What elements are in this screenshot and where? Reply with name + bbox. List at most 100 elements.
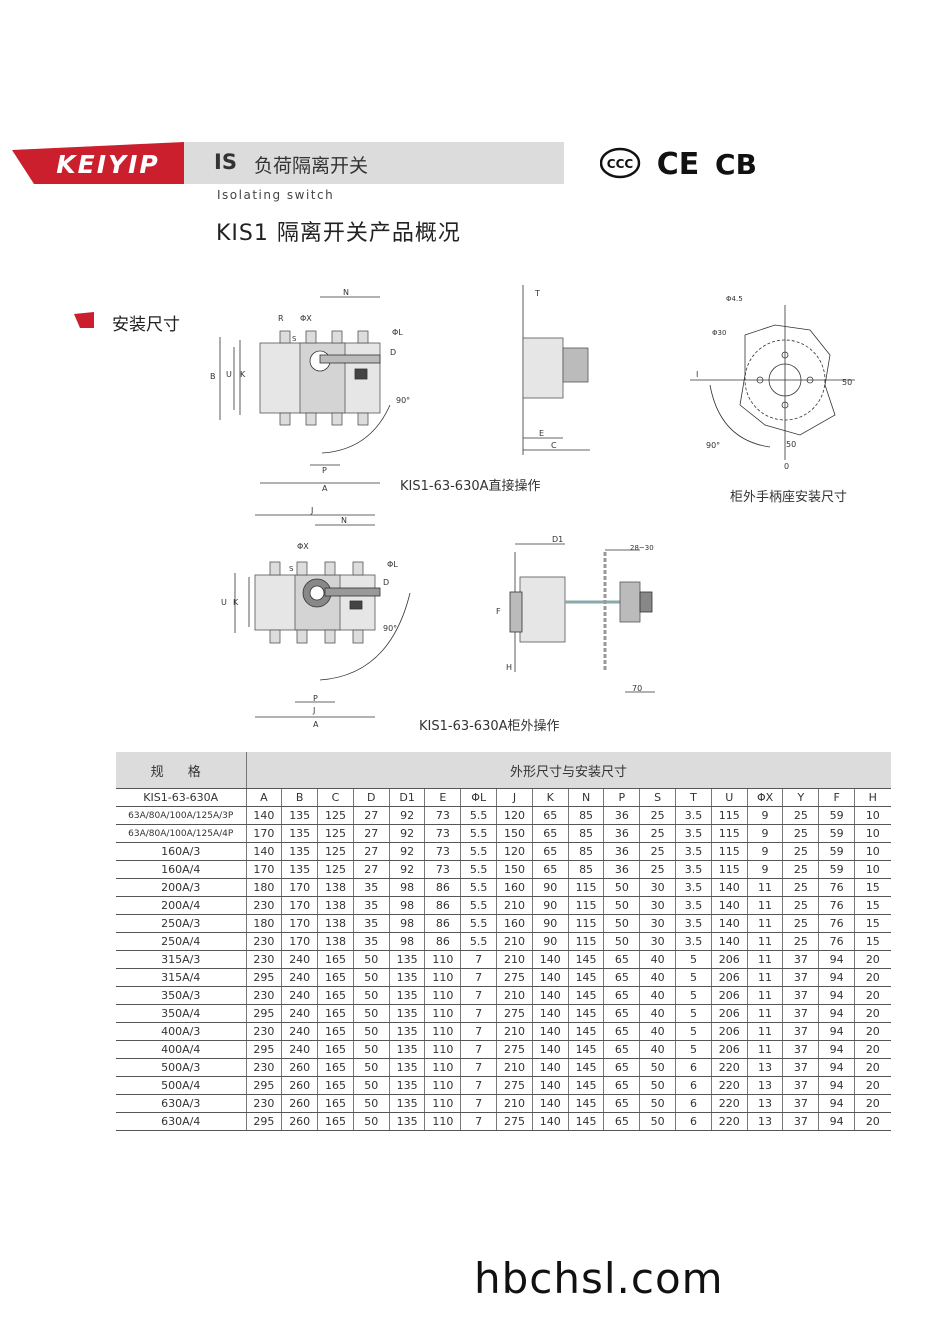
value-cell: 37 bbox=[782, 968, 819, 987]
dimension-label: S bbox=[289, 565, 294, 573]
column-header: E bbox=[424, 788, 461, 807]
value-cell: 145 bbox=[567, 950, 604, 969]
value-cell: 11 bbox=[746, 878, 783, 897]
value-cell: 6 bbox=[675, 1112, 712, 1131]
value-cell: 140 bbox=[531, 1058, 569, 1077]
value-cell: 5 bbox=[675, 1040, 712, 1059]
value-cell: 150 bbox=[496, 824, 533, 843]
dimension-label: H bbox=[506, 663, 512, 672]
dimension-label: 50 bbox=[842, 378, 852, 387]
value-cell: 220 bbox=[710, 1094, 748, 1113]
value-cell: 86 bbox=[424, 878, 461, 897]
column-header: S bbox=[639, 788, 676, 807]
value-cell: 165 bbox=[317, 1022, 354, 1041]
value-cell: 36 bbox=[603, 860, 640, 879]
value-cell: 27 bbox=[352, 806, 390, 825]
value-cell: 206 bbox=[710, 1004, 748, 1023]
value-cell: 20 bbox=[854, 968, 891, 987]
value-cell: 40 bbox=[639, 986, 676, 1005]
value-cell: 5 bbox=[675, 968, 712, 987]
column-header: A bbox=[245, 788, 282, 807]
model-cell: 200A/4 bbox=[116, 896, 246, 915]
value-cell: 6 bbox=[675, 1058, 712, 1077]
dimension-label: A bbox=[313, 720, 319, 729]
dimension-label: C bbox=[551, 441, 557, 450]
value-cell: 140 bbox=[531, 1040, 569, 1059]
value-cell: 5.5 bbox=[460, 842, 497, 861]
value-cell: 5.5 bbox=[460, 860, 497, 879]
value-cell: 138 bbox=[317, 932, 354, 951]
value-cell: 25 bbox=[782, 878, 819, 897]
value-cell: 210 bbox=[496, 1094, 533, 1113]
value-cell: 50 bbox=[603, 896, 640, 915]
model-cell: 160A/4 bbox=[116, 860, 246, 879]
value-cell: 30 bbox=[639, 878, 676, 897]
column-header: ΦL bbox=[460, 788, 497, 807]
model-cell: 250A/3 bbox=[116, 914, 246, 933]
value-cell: 260 bbox=[281, 1112, 318, 1131]
model-cell: 630A/3 bbox=[116, 1094, 246, 1113]
value-cell: 145 bbox=[567, 1040, 604, 1059]
value-cell: 10 bbox=[854, 842, 891, 861]
value-cell: 59 bbox=[818, 806, 855, 825]
value-cell: 140 bbox=[710, 914, 748, 933]
value-cell: 110 bbox=[424, 1022, 461, 1041]
value-cell: 135 bbox=[281, 824, 318, 843]
model-cell: 630A/4 bbox=[116, 1112, 246, 1131]
value-cell: 94 bbox=[818, 1076, 855, 1095]
value-cell: 220 bbox=[710, 1076, 748, 1095]
value-cell: 40 bbox=[639, 950, 676, 969]
column-header: T bbox=[675, 788, 712, 807]
value-cell: 165 bbox=[317, 968, 354, 987]
value-cell: 94 bbox=[818, 1022, 855, 1041]
value-cell: 27 bbox=[352, 860, 390, 879]
value-cell: 92 bbox=[388, 806, 425, 825]
value-cell: 6 bbox=[675, 1094, 712, 1113]
value-cell: 3.5 bbox=[675, 824, 712, 843]
value-cell: 15 bbox=[854, 896, 891, 915]
model-cell: 500A/4 bbox=[116, 1076, 246, 1095]
value-cell: 40 bbox=[639, 968, 676, 987]
dimension-label: S bbox=[292, 335, 297, 343]
value-cell: 25 bbox=[639, 824, 676, 843]
value-cell: 36 bbox=[603, 824, 640, 843]
value-cell: 50 bbox=[639, 1094, 676, 1113]
dimension-label: Φ30 bbox=[712, 329, 726, 337]
value-cell: 20 bbox=[854, 1004, 891, 1023]
value-cell: 140 bbox=[531, 1076, 569, 1095]
value-cell: 140 bbox=[531, 968, 569, 987]
value-cell: 260 bbox=[281, 1076, 318, 1095]
value-cell: 140 bbox=[531, 1112, 569, 1131]
value-cell: 65 bbox=[531, 806, 569, 825]
column-header: C bbox=[317, 788, 354, 807]
website-url: hbchsl.com bbox=[474, 1254, 724, 1303]
model-cell: 350A/4 bbox=[116, 1004, 246, 1023]
value-cell: 240 bbox=[281, 986, 318, 1005]
value-cell: 20 bbox=[854, 1022, 891, 1041]
value-cell: 140 bbox=[531, 950, 569, 969]
value-cell: 25 bbox=[639, 806, 676, 825]
value-cell: 240 bbox=[281, 950, 318, 969]
value-cell: 94 bbox=[818, 1094, 855, 1113]
value-cell: 210 bbox=[496, 932, 533, 951]
value-cell: 110 bbox=[424, 1112, 461, 1131]
value-cell: 160 bbox=[496, 878, 533, 897]
value-cell: 135 bbox=[388, 1004, 425, 1023]
value-cell: 90 bbox=[531, 896, 569, 915]
value-cell: 275 bbox=[496, 1040, 533, 1059]
value-cell: 9 bbox=[746, 860, 783, 879]
value-cell: 220 bbox=[710, 1112, 748, 1131]
value-cell: 5 bbox=[675, 1022, 712, 1041]
value-cell: 7 bbox=[460, 1094, 497, 1113]
column-header: D bbox=[352, 788, 390, 807]
column-header: Y bbox=[782, 788, 819, 807]
value-cell: 140 bbox=[710, 878, 748, 897]
value-cell: 73 bbox=[424, 842, 461, 861]
value-cell: 50 bbox=[603, 878, 640, 897]
column-header: F bbox=[818, 788, 855, 807]
value-cell: 59 bbox=[818, 860, 855, 879]
